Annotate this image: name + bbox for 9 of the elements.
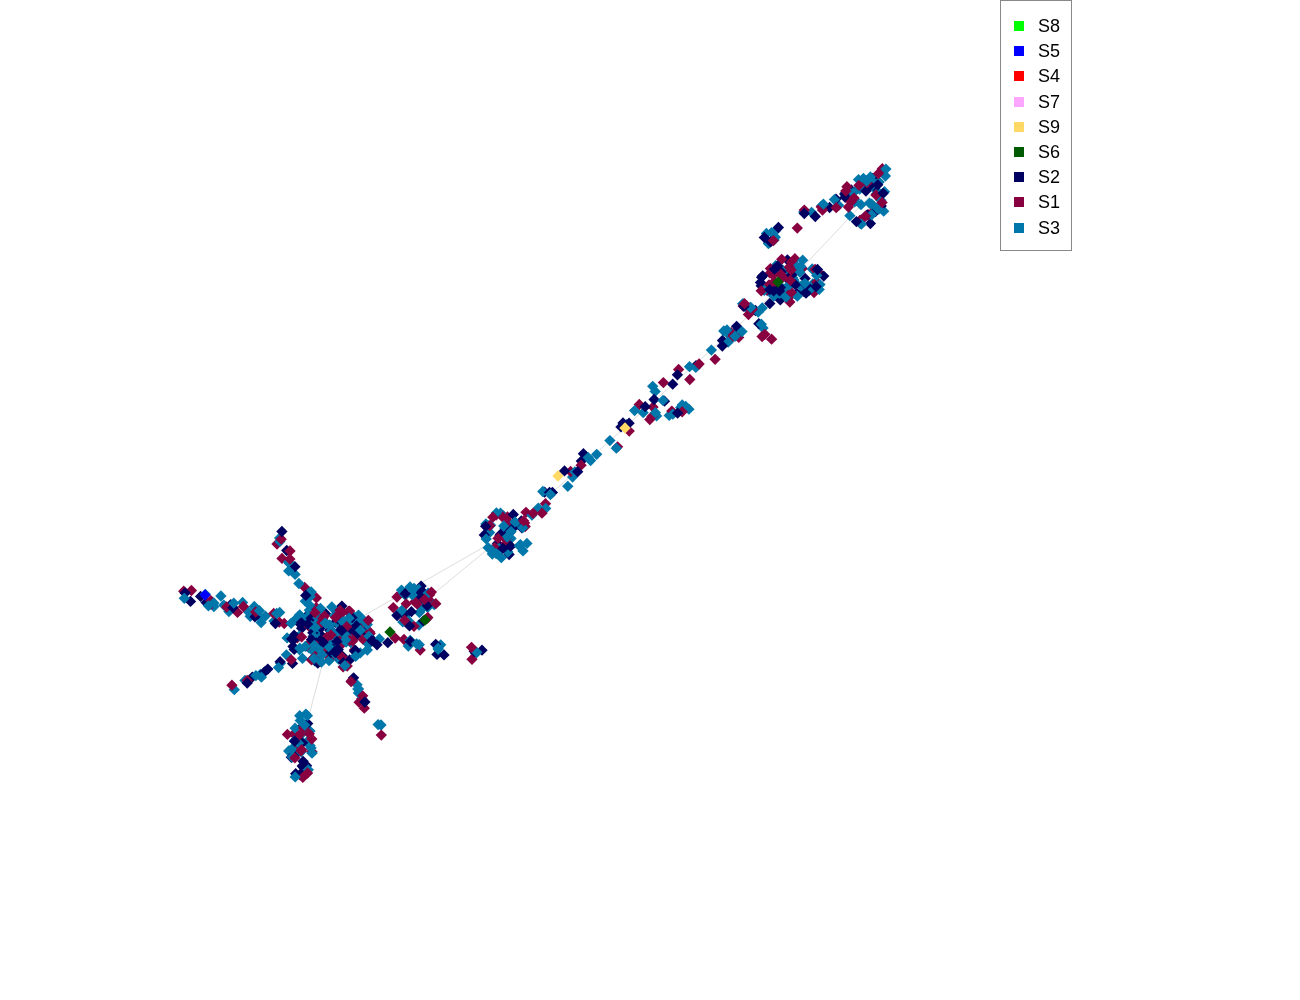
legend-label: S2 — [1038, 166, 1061, 189]
legend-label: S3 — [1038, 216, 1061, 239]
legend-label: S7 — [1038, 90, 1061, 113]
legend-label: S6 — [1038, 141, 1061, 163]
legend-label: S9 — [1038, 115, 1061, 138]
legend-label: S5 — [1038, 40, 1061, 63]
legend-label: S8 — [1038, 15, 1061, 37]
legend-label: S4 — [1038, 65, 1061, 88]
legend-label: S1 — [1038, 191, 1061, 214]
